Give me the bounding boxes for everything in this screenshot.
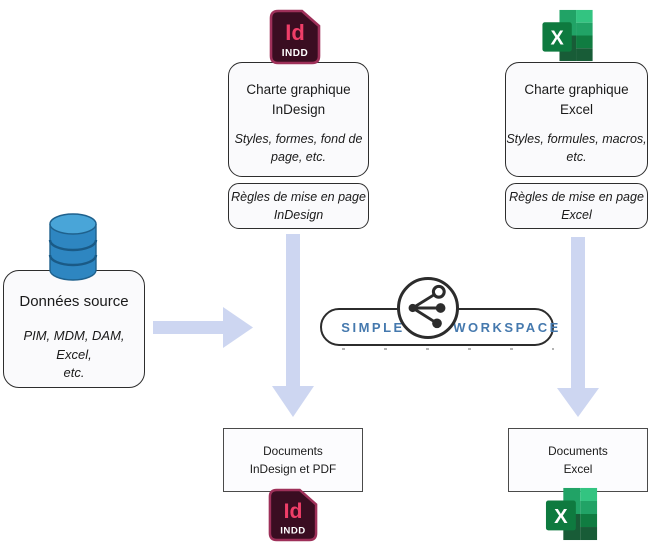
arrow-down-excel-icon: [557, 237, 599, 417]
excel-x-glyph: X: [550, 27, 564, 49]
regles-excel-label: Règles de mise en page Excel: [509, 189, 644, 222]
excel-file-icon-bottom: X: [545, 486, 599, 542]
indd-file-icon: Id INDD: [269, 9, 321, 65]
charte-excel-details: Styles, formules, macros, etc.: [506, 132, 647, 165]
donnees-source-title: Données source: [19, 293, 129, 310]
excel-file-icon: X: [541, 9, 595, 62]
node-donnees-source: Données source PIM, MDM, DAM, Excel, etc…: [3, 270, 145, 388]
logo-underline-dots: [342, 348, 554, 350]
arrow-down-indesign-icon: [272, 234, 314, 417]
documents-excel-label: Documents Excel: [548, 443, 608, 476]
share-network-icon: [397, 277, 459, 339]
indd-file-icon-bottom: Id INDD: [268, 486, 318, 544]
indd-label: INDD: [280, 525, 305, 536]
indd-id-glyph: Id: [284, 500, 303, 523]
donnees-source-details: PIM, MDM, DAM, Excel, etc.: [23, 327, 125, 381]
regles-indesign-label: Règles de mise en page InDesign: [231, 189, 366, 222]
node-regles-excel: Règles de mise en page Excel: [505, 183, 648, 229]
indd-id-glyph: Id: [285, 20, 305, 45]
charte-indesign-details: Styles, formes, fond de page, etc.: [234, 132, 363, 165]
node-charte-indesign: Charte graphique InDesign Styles, formes…: [228, 62, 369, 177]
charte-excel-title: Charte graphique Excel: [524, 82, 629, 117]
logo-text-workspace: WORKSPACE: [453, 319, 561, 335]
documents-indesign-label: Documents InDesign et PDF: [249, 443, 337, 476]
database-icon: [47, 212, 99, 284]
charte-indesign-title: Charte graphique InDesign: [246, 82, 351, 117]
node-documents-excel: Documents Excel: [508, 428, 648, 492]
indd-label: INDD: [282, 48, 308, 59]
node-documents-indesign: Documents InDesign et PDF: [223, 428, 363, 492]
node-charte-excel: Charte graphique Excel Styles, formules,…: [505, 62, 648, 177]
excel-x-glyph: X: [554, 506, 568, 528]
arrow-right-icon: [153, 307, 253, 348]
logo-text-simple: SIMPLE: [341, 319, 405, 335]
node-regles-indesign: Règles de mise en page InDesign: [228, 183, 369, 229]
